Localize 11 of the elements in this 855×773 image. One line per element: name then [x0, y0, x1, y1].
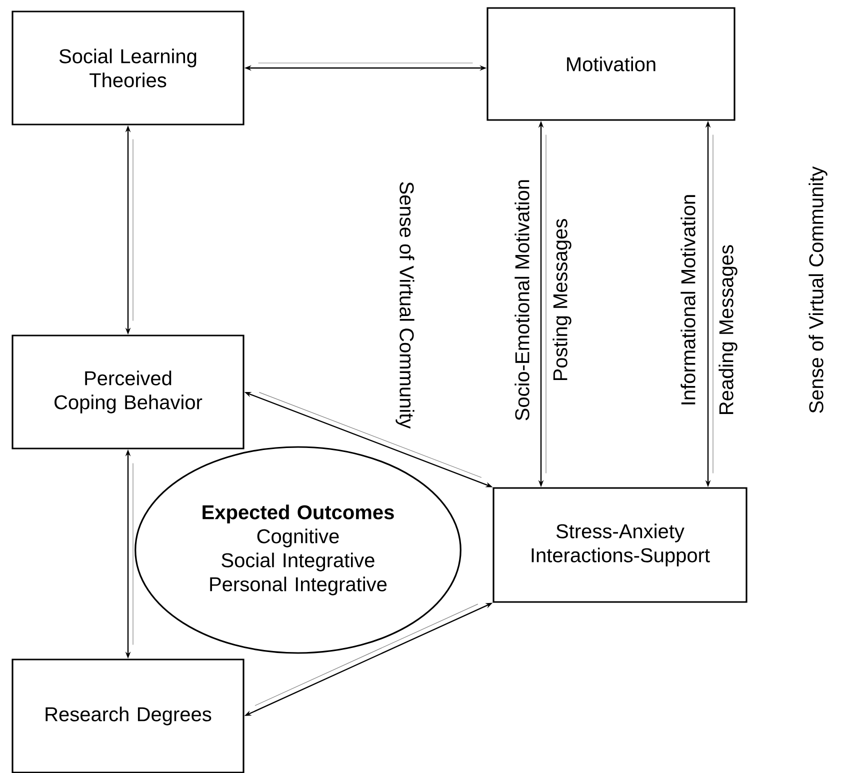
- concept-box: Research Degrees: [12, 658, 244, 773]
- edge-label: Informational Motivation: [680, 195, 696, 404]
- arc-label: Sense of Virtual Community: [396, 182, 414, 429]
- message-label: Reading Messages: [718, 245, 738, 414]
- concept-box: Stress-Anxiety Interactions-Support: [492, 487, 748, 603]
- concept-box: Social Learning Theories: [12, 10, 244, 126]
- concept-box: Motivation: [486, 7, 736, 121]
- concept-box: Perceived Coping Behavior: [12, 334, 244, 450]
- message-label: Posting Messages: [552, 219, 572, 380]
- edge-label: Socio-Emotional Motivation: [514, 180, 530, 420]
- arc-label: Sense of Virtual Community: [808, 166, 828, 413]
